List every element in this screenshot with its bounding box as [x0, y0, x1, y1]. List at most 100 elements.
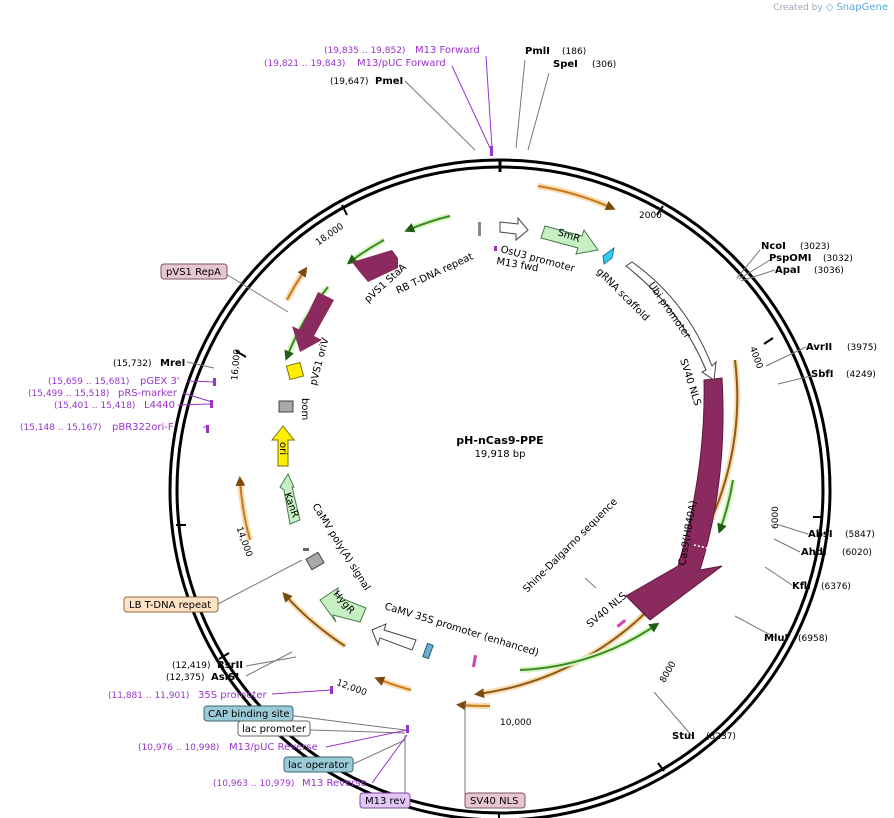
plasmid-length: 19,918 bp — [475, 449, 526, 460]
osu3-arrow — [499, 216, 529, 242]
primer-m13rev-pos: (10,963 .. 10,979) — [213, 779, 294, 789]
primer-m13pucrev-pos: (10,976 .. 10,998) — [138, 743, 219, 753]
hygr-arrow — [319, 586, 367, 623]
enzyme-spei-pos: (306) — [592, 60, 616, 70]
lac-operator-box — [283, 756, 354, 773]
enzyme-apai: ApaI — [775, 265, 800, 276]
primer-pgex-pos: (15,659 .. 15,681) — [48, 377, 129, 387]
enzyme-sbfi-pos: (4249) — [846, 370, 876, 380]
primer-l4440: L4440 — [144, 400, 175, 411]
primer-prsmarker: pRS-marker — [118, 388, 178, 399]
enzyme-rsrii: RsrII — [217, 660, 243, 671]
enzyme-pspomi-pos: (3032) — [823, 254, 853, 264]
primer-35s: 35S promoter — [198, 690, 268, 701]
enzyme-pmli-pos: (186) — [562, 47, 586, 57]
enzyme-mrei: MreI — [160, 358, 185, 369]
primer-m13fwd: M13 Forward — [415, 45, 480, 56]
cap-binding-label: CAP binding site — [208, 709, 290, 720]
ori-arrow — [270, 425, 296, 467]
primer-m13rev: M13 Reverse — [302, 778, 367, 789]
primer-pbr322: pBR322ori-F — [112, 422, 174, 433]
label-bom: bom — [299, 398, 310, 420]
enzyme-mlui: MluI — [764, 633, 788, 644]
kanr-arrow — [279, 472, 301, 525]
tick-4000: 4000 — [747, 345, 764, 370]
primer-prsmarker-pos: (15,499 .. 15,518) — [28, 389, 109, 399]
sv40-nls-box — [464, 792, 526, 809]
tick-2000: 2000 — [639, 211, 662, 221]
brand-prefix: Created by — [773, 2, 823, 13]
polya-box — [305, 551, 325, 571]
lb-tdna-label: LB T-DNA repeat — [129, 600, 211, 611]
primer-m13pucrev: M13/pUC Reverse — [229, 742, 318, 753]
pvs1-repa-box — [160, 263, 228, 280]
label-ori: ori — [277, 442, 288, 455]
camv35s-arrow — [371, 623, 417, 651]
label-camv-polya: CaMV poly(A) signal — [309, 502, 371, 593]
enzyme-pspomi: PspOMI — [769, 253, 811, 264]
enzyme-ahdi: AhdI — [801, 547, 827, 558]
label-camv35s: CaMV 35S promoter (enhanced) — [383, 601, 540, 659]
enzyme-asisi-pos: (12,375) — [166, 673, 205, 683]
enzyme-mlui-pos: (6958) — [798, 634, 828, 644]
lac-promoter-label: lac promoter — [242, 724, 307, 735]
label-ubi: Ubi promoter — [646, 280, 693, 341]
enzyme-ncoi: NcoI — [761, 241, 786, 252]
leader-lines — [186, 59, 812, 795]
tick-18000: 18,000 — [314, 222, 346, 248]
plasmid-name: pH-nCas9-PPE — [456, 434, 543, 447]
enzyme-rsrii-pos: (12,419) — [172, 661, 211, 671]
primer-m13fwd-pos: (19,835 .. 19,852) — [324, 46, 405, 56]
bom-box — [278, 400, 294, 413]
sv40-nls-box-label: SV40 NLS — [470, 796, 519, 807]
enzyme-sbfi: SbfI — [811, 369, 833, 380]
enzyme-kfli: KflI — [792, 581, 811, 592]
enzyme-pmei: PmeI — [375, 76, 403, 87]
enzyme-avrii-pos: (3975) — [847, 343, 877, 353]
primer-pgex: pGEX 3' — [140, 376, 180, 387]
oriv-box — [285, 361, 305, 381]
enzyme-mrei-pos: (15,732) — [113, 359, 152, 369]
feature-shapes — [206, 146, 724, 733]
primer-l4440-pos: (15,401 .. 15,418) — [54, 401, 135, 411]
primer-35s-pos: (11,881 .. 11,901) — [108, 691, 189, 701]
m13-rev-label: M13 rev — [365, 796, 406, 807]
primer-pbr322-pos: (15,148 .. 15,167) — [20, 423, 101, 433]
tick-12000: 12,000 — [335, 678, 368, 698]
smr-arrow — [540, 225, 599, 255]
label-sv40nls-top: SV40 NLS — [677, 358, 702, 408]
brand-credit: Created by ◇ SnapGene — [773, 2, 888, 13]
grna-scaffold-shape — [602, 246, 615, 265]
label-shine-dalgarno: Shine-Dalgarno sequence — [521, 497, 620, 596]
pvs1-repa-label: pVS1 RepA — [166, 267, 221, 278]
enzyme-stui-pos: (8237) — [706, 732, 736, 742]
enzyme-absi-pos: (5847) — [845, 530, 875, 540]
tick-8000: 8000 — [658, 660, 678, 685]
lac-operator-label: lac operator — [288, 760, 349, 771]
enzyme-ncoi-pos: (3023) — [800, 242, 830, 252]
tick-14000: 14,000 — [234, 525, 254, 558]
primer-lines — [177, 55, 493, 784]
pvs1-staa-arrow — [352, 250, 398, 282]
label-kanr: KanR — [281, 491, 300, 519]
pvs1-oriv-arrow — [292, 292, 334, 352]
lac-promoter-box — [237, 720, 311, 737]
primer-m13pucfwd: M13/pUC Forward — [357, 58, 446, 69]
enzyme-apai-pos: (3036) — [814, 266, 844, 276]
brand-name: SnapGene — [836, 2, 888, 13]
primer-m13pucfwd-pos: (19,821 .. 19,843) — [264, 59, 345, 69]
tick-6000: 6000 — [771, 506, 781, 529]
lb-tdna-box — [123, 596, 219, 613]
enzyme-pmei-pos: (19,647) — [330, 77, 369, 87]
m13-rev-box — [359, 792, 411, 809]
enzyme-ahdi-pos: (6020) — [842, 548, 872, 558]
cas9-arrow — [625, 377, 724, 621]
ring-ticks — [176, 204, 823, 818]
label-rb-tdna: RB T-DNA repeat — [395, 251, 475, 296]
enzyme-stui: StuI — [672, 731, 695, 742]
tick-16000: 16,000 — [230, 348, 243, 381]
enzyme-avrii: AvrII — [806, 342, 832, 353]
ubi-promoter-arrow — [625, 261, 717, 381]
enzyme-absi: AbsI — [808, 529, 833, 540]
